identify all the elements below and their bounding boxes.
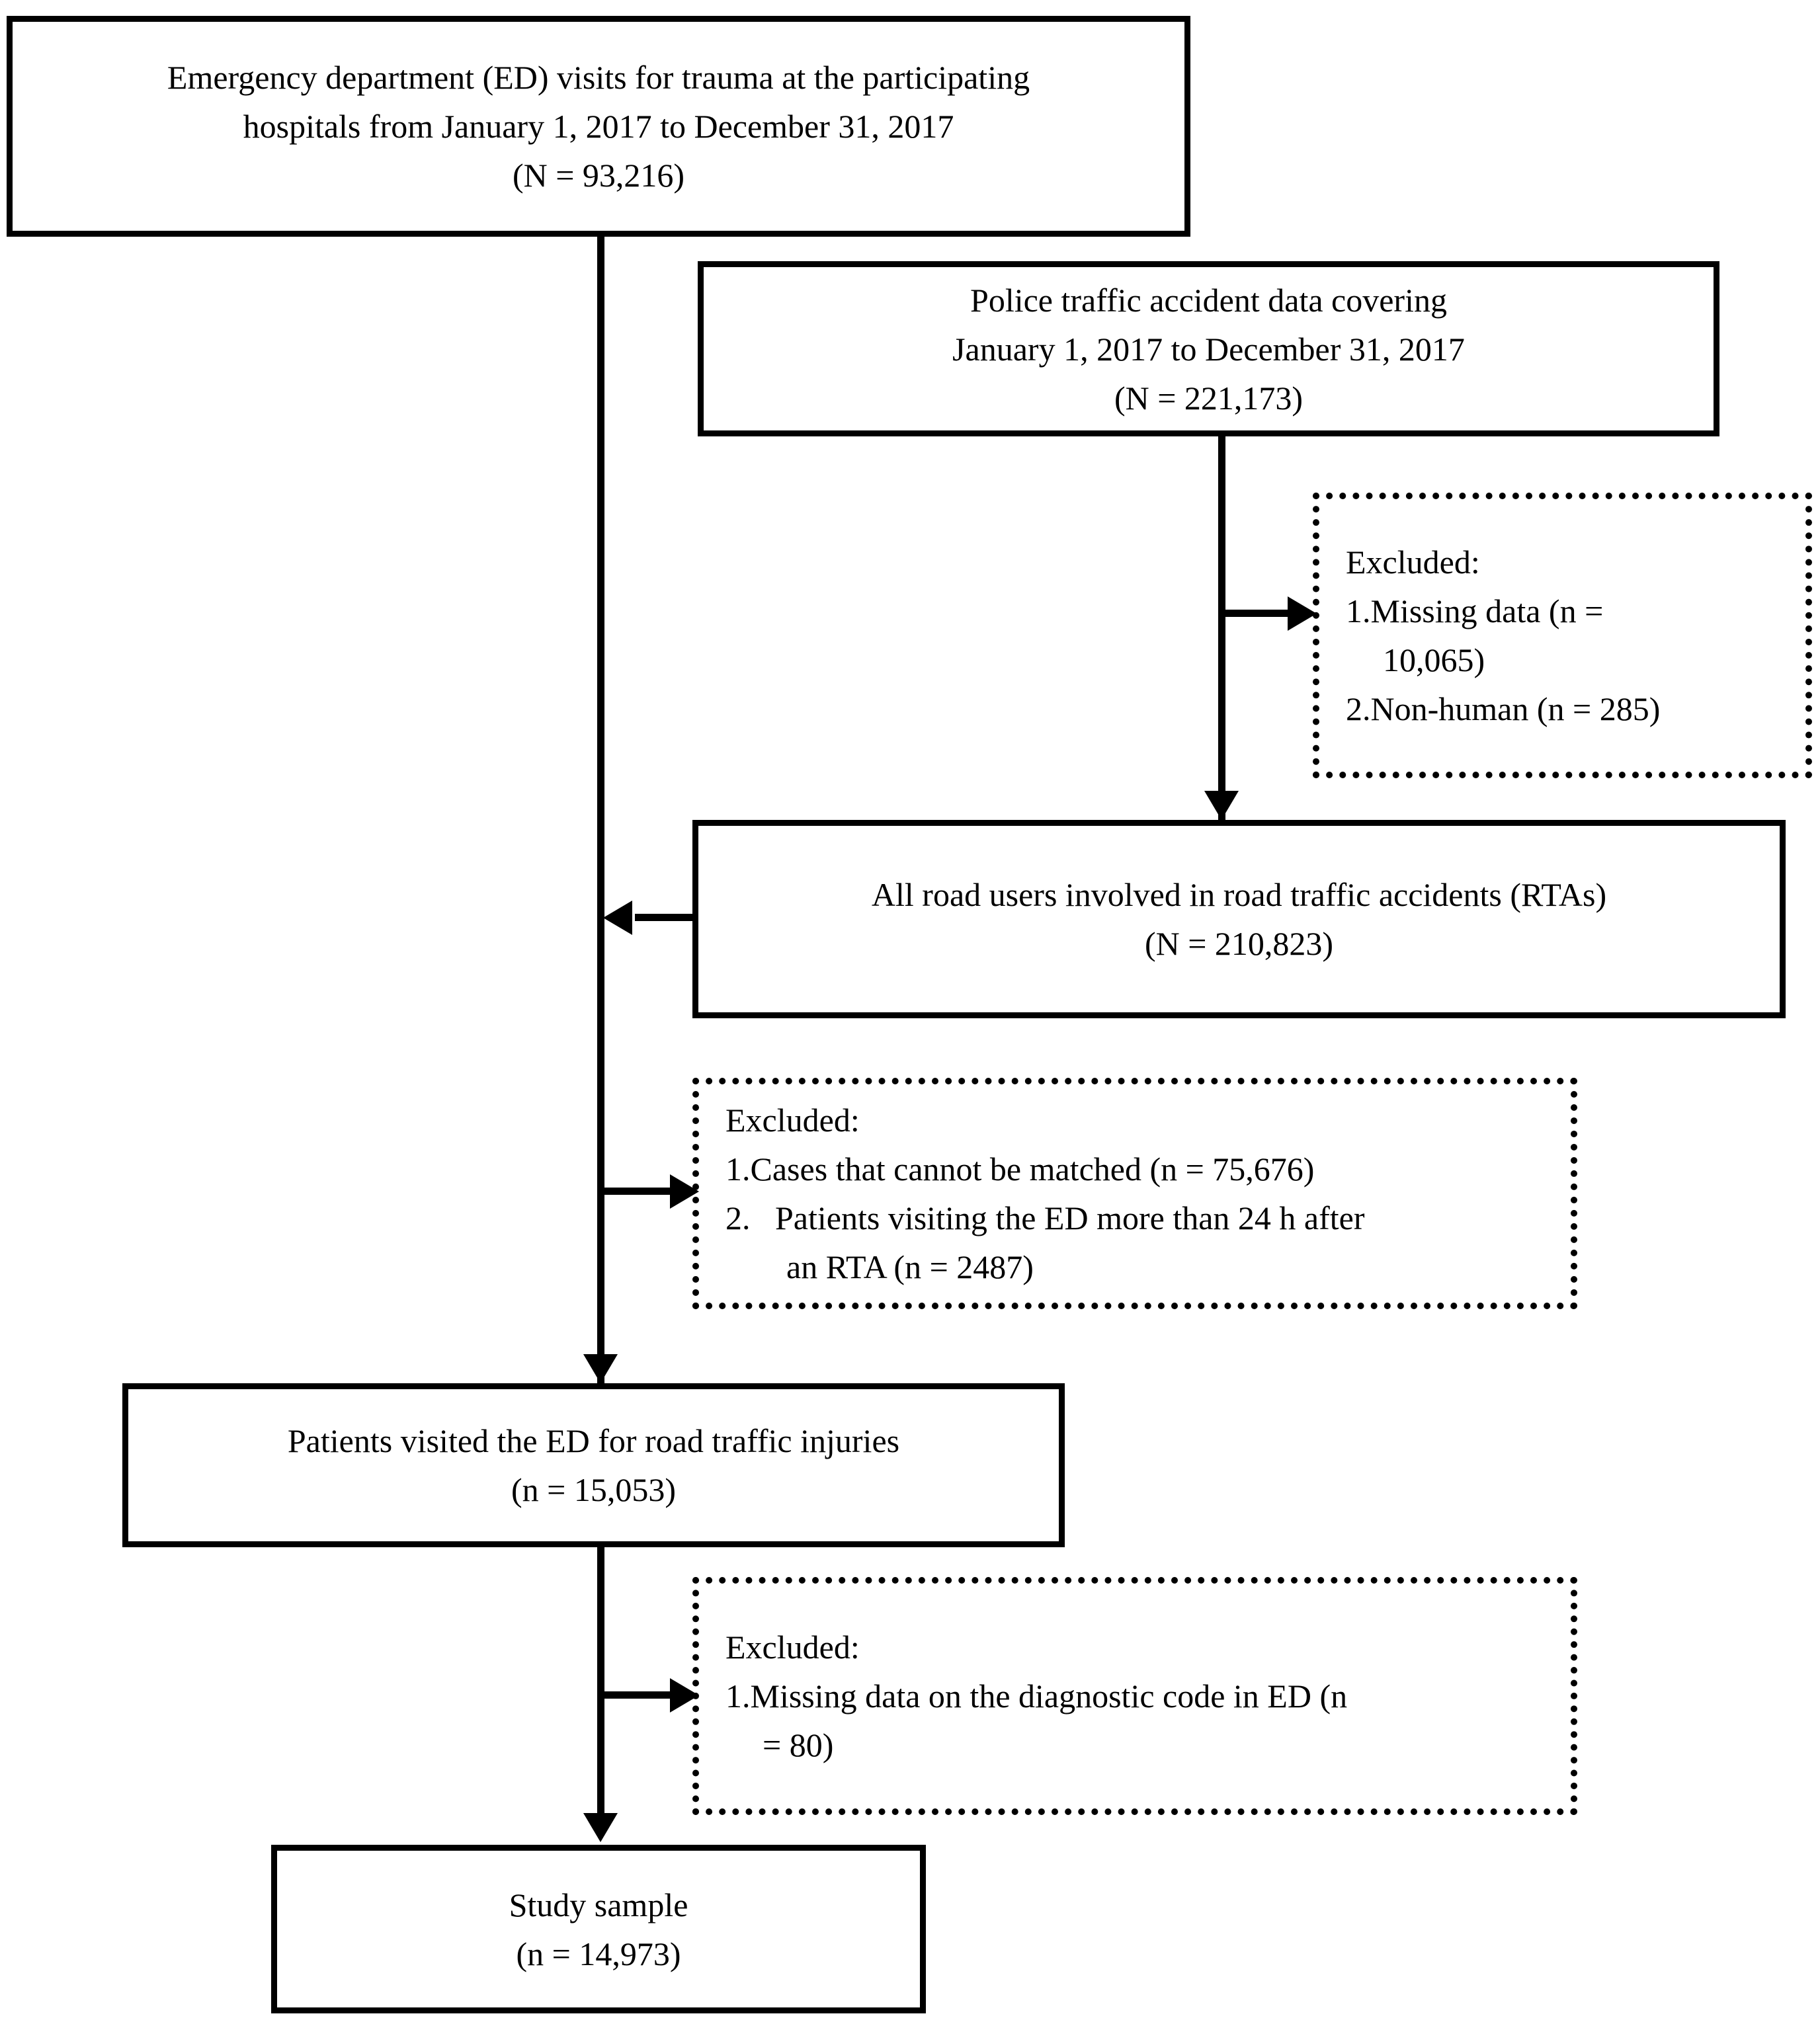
node-excluded-2: Excluded: 1.Cases that cannot be matched… [692, 1078, 1577, 1309]
police-data-line-2: January 1, 2017 to December 31, 2017 [952, 330, 1465, 368]
ed-visits-line-1: Emergency department (ED) visits for tra… [167, 59, 1030, 96]
excluded-2-heading: Excluded: [725, 1102, 860, 1139]
excluded-1-item-1-continued: 10,065) [1383, 641, 1485, 678]
arrowhead-police-to-excluded-1 [1288, 596, 1317, 631]
connector-police-to-rta [1218, 436, 1225, 820]
all-road-users-line-2: (N = 210,823) [1144, 925, 1334, 962]
arrowhead-spine-to-patients-ed [583, 1354, 618, 1383]
arrowhead-spine-to-excluded-3 [670, 1678, 699, 1713]
connector-rta-to-spine [635, 914, 696, 921]
connector-spine-to-excluded-3 [600, 1691, 677, 1699]
excluded-3-heading: Excluded: [725, 1629, 860, 1666]
arrowhead-police-to-rta [1204, 791, 1239, 820]
arrowhead-rta-to-spine [603, 901, 632, 935]
excluded-1-item-1: 1.Missing data (n = [1346, 592, 1604, 629]
ed-visits-line-2: hospitals from January 1, 2017 to Decemb… [243, 108, 954, 145]
excluded-2-item-2: 2. Patients visiting the ED more than 24… [725, 1199, 1365, 1236]
study-sample-line-1: Study sample [509, 1886, 688, 1923]
connector-police-to-excluded-1 [1221, 610, 1294, 617]
study-sample-line-2: (n = 14,973) [516, 1935, 681, 1972]
police-data-line-1: Police traffic accident data covering [970, 281, 1447, 319]
node-patients-ed: Patients visited the ED for road traffic… [122, 1383, 1065, 1547]
connector-spine-to-excluded-2 [600, 1188, 677, 1195]
connector-patients-ed-to-study-sample [597, 1547, 604, 1820]
node-all-road-users: All road users involved in road traffic … [692, 820, 1786, 1018]
node-excluded-1: Excluded: 1.Missing data (n = 10,065) 2.… [1313, 493, 1812, 778]
ed-visits-line-3: (N = 93,216) [512, 157, 685, 194]
connector-main-spine [597, 237, 604, 1389]
patients-ed-line-2: (n = 15,053) [511, 1471, 676, 1508]
excluded-3-item-1-continued: = 80) [763, 1726, 834, 1763]
arrowhead-spine-to-excluded-2 [670, 1174, 699, 1209]
node-police-data: Police traffic accident data covering Ja… [698, 261, 1719, 436]
excluded-3-item-1: 1.Missing data on the diagnostic code in… [725, 1677, 1348, 1715]
excluded-1-heading: Excluded: [1346, 544, 1480, 581]
node-excluded-3: Excluded: 1.Missing data on the diagnost… [692, 1577, 1577, 1815]
excluded-1-item-2: 2.Non-human (n = 285) [1346, 690, 1661, 727]
excluded-2-item-1: 1.Cases that cannot be matched (n = 75,6… [725, 1151, 1315, 1188]
node-ed-visits: Emergency department (ED) visits for tra… [7, 16, 1190, 237]
all-road-users-line-1: All road users involved in road traffic … [871, 876, 1607, 913]
excluded-2-item-2-continued: an RTA (n = 2487) [786, 1248, 1034, 1285]
arrowhead-patients-ed-to-study-sample [583, 1813, 618, 1842]
node-study-sample: Study sample (n = 14,973) [271, 1845, 926, 2013]
police-data-line-3: (N = 221,173) [1114, 379, 1303, 417]
patients-ed-line-1: Patients visited the ED for road traffic… [287, 1422, 900, 1459]
